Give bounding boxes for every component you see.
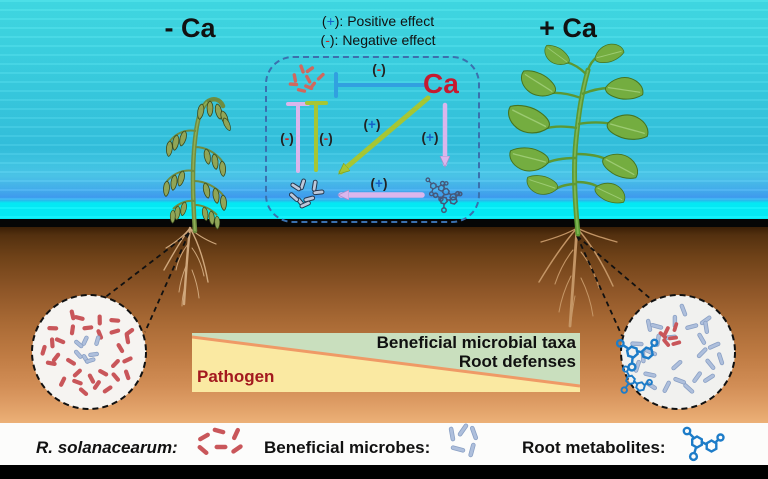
beneficial-taxa-label: Beneficial microbial taxa Root defenses	[376, 333, 576, 371]
legend-item-r-solanacearum: R. solanacearum:	[36, 438, 178, 457]
negative-effect-key: (-): Negative effect	[320, 32, 436, 48]
edge-label-metabolites-promote-microbes: (+)	[370, 176, 388, 191]
wedge-shape	[192, 335, 580, 392]
edge-label-microbes-inhibit-pathogen: (-)	[319, 131, 333, 146]
edge-label-metabolites-inhibit-pathogen: (-)	[280, 131, 294, 146]
footer-bar	[0, 465, 768, 479]
plus-ca-title: + Ca	[539, 13, 597, 43]
effect-key: (+): Positive effect (-): Negative effec…	[278, 14, 478, 52]
edge-label-ca-inhibits-pathogen: (-)	[372, 62, 386, 77]
legend-item-root-metabolites: Root metabolites:	[522, 438, 666, 457]
soil-background	[0, 227, 768, 423]
legend-band	[0, 423, 768, 465]
edge-label-ca-promotes-microbes: (+)	[363, 117, 381, 132]
interaction-diagram-box	[265, 56, 480, 223]
minus-ca-title: - Ca	[164, 13, 216, 43]
legend-item-beneficial-microbes: Beneficial microbes:	[264, 438, 431, 457]
wedge-diagonal-line	[192, 335, 580, 388]
edge-label-ca-promotes-metabolites: (+)	[421, 130, 439, 145]
abundance-gradient-wedge	[192, 333, 580, 392]
pathogen-label: Pathogen	[197, 367, 275, 386]
soil-surface-line	[0, 219, 768, 227]
ca-node-label: Ca	[423, 68, 459, 99]
positive-effect-key: (+): Positive effect	[321, 13, 435, 29]
